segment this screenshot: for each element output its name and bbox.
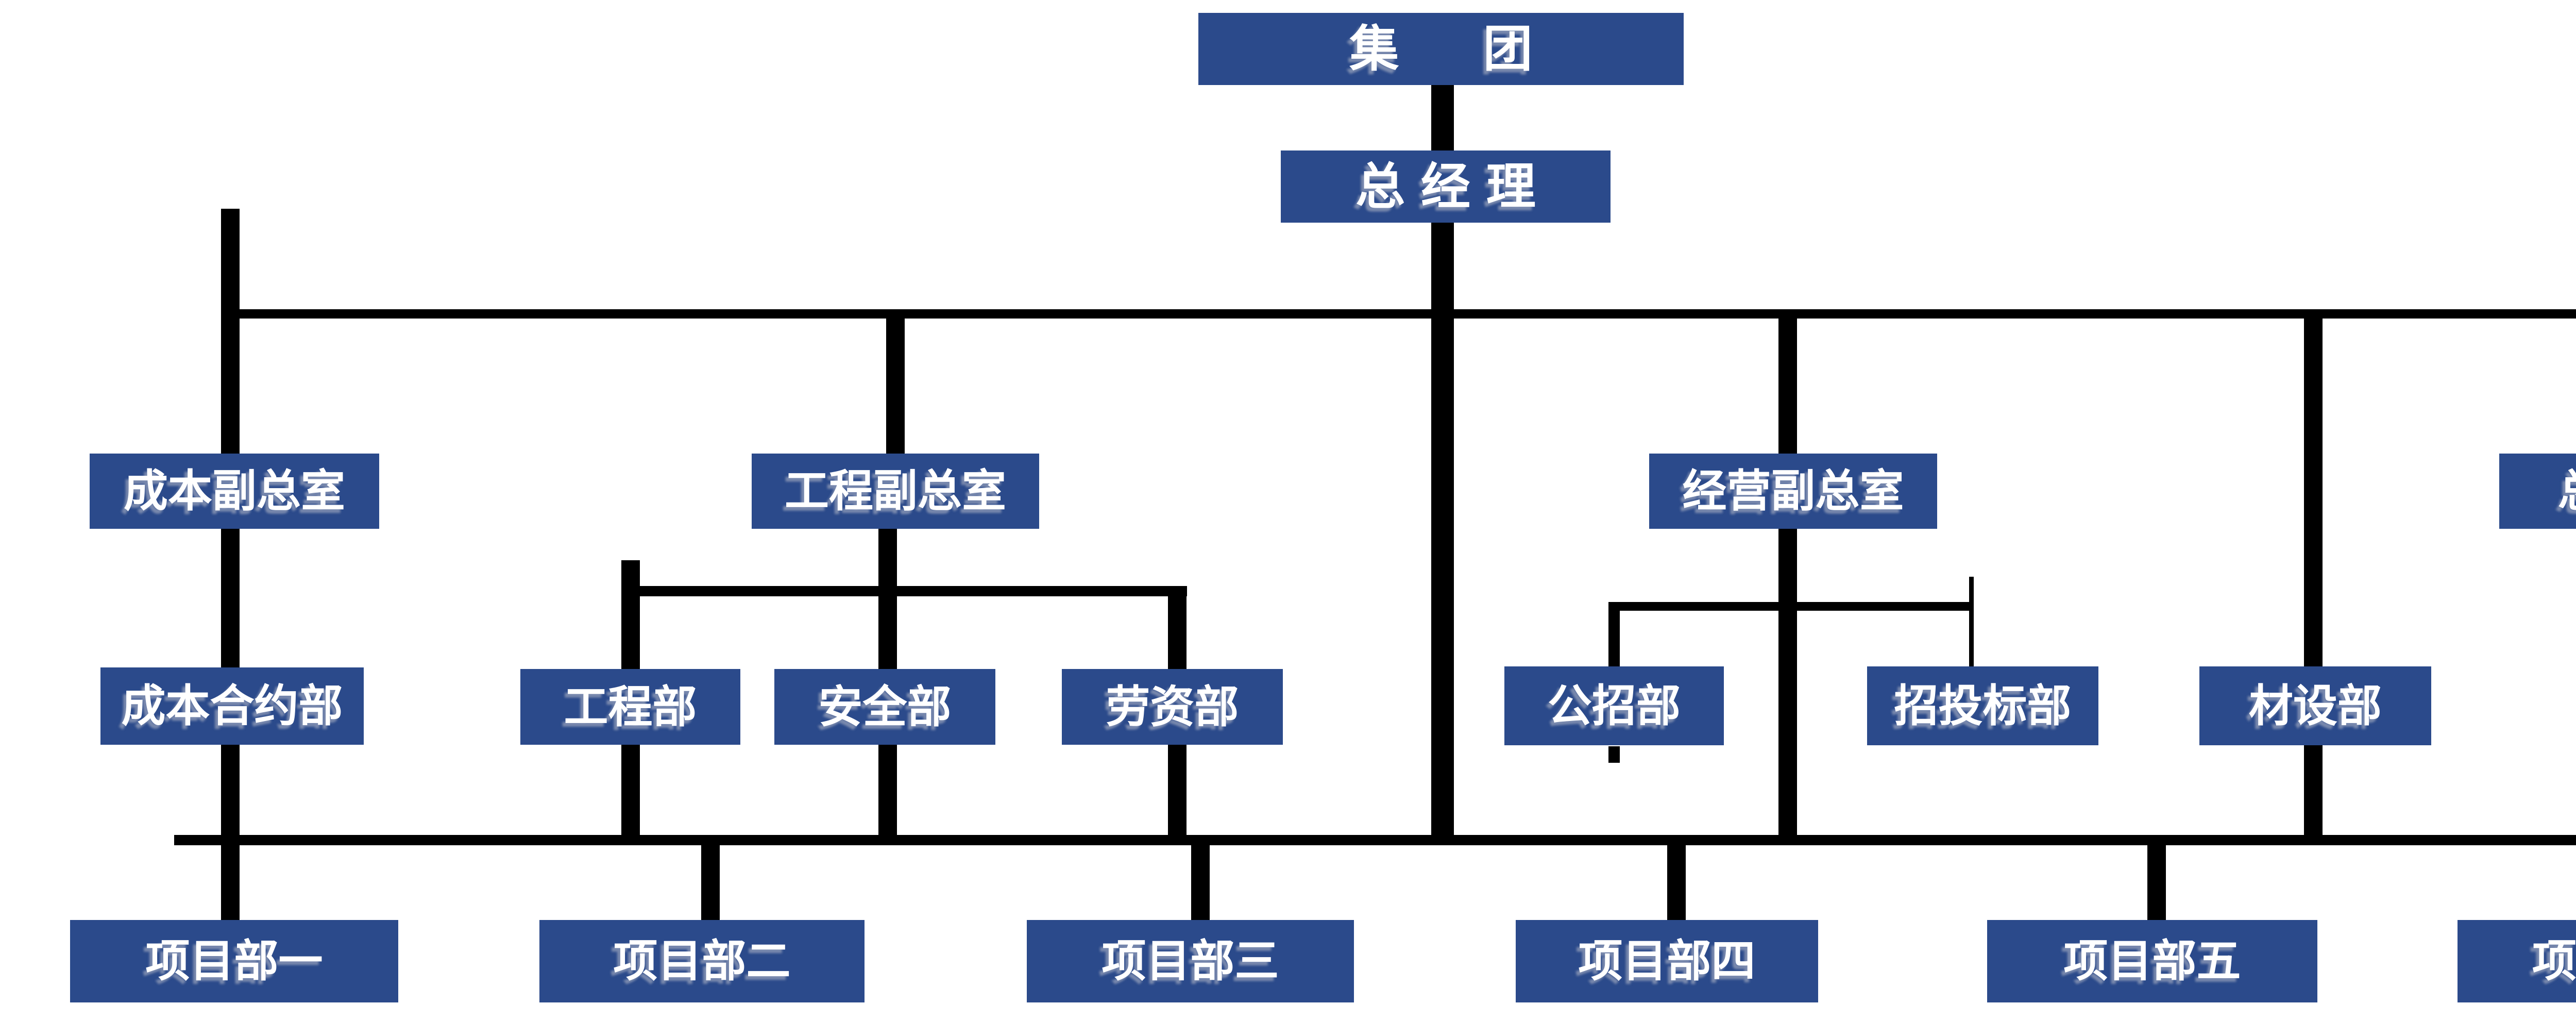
connector-engineering-sub-line	[621, 586, 1187, 596]
node-labor-wage-dept-label: 劳资部	[1106, 681, 1239, 733]
node-tendering-dept-label: 招投标部	[1894, 680, 2072, 732]
node-engineering-deputy-office-label: 工程副总室	[785, 465, 1006, 517]
node-public-bidding-dept-label: 公招部	[1548, 680, 1681, 732]
node-chief-engineer-office-label: 总工室	[2558, 469, 2576, 513]
connector-materials-to-bus	[2304, 743, 2323, 840]
node-project-dept-5-label: 项目部五	[2063, 935, 2241, 987]
connector-top-to-engineering-deputy	[886, 315, 905, 459]
node-safety-dept: 安全部	[774, 669, 995, 745]
connector-bus-to-project-4	[1667, 843, 1686, 923]
connector-gm-to-bottom	[1431, 219, 1454, 845]
node-engineering-dept: 工程部	[520, 669, 740, 745]
node-materials-equipment-dept-label: 材设部	[2249, 680, 2382, 732]
node-project-dept-2-label: 项目部二	[613, 935, 791, 987]
connector-bus-to-project-5	[2147, 843, 2166, 923]
connector-bus-to-project-2	[701, 843, 720, 923]
connector-top-to-operations-deputy	[1778, 315, 1797, 459]
node-project-dept-n: 项目部N	[2458, 920, 2576, 1002]
connector-sub-to-tendering	[1969, 577, 1974, 669]
connector-group-to-gm	[1431, 82, 1454, 155]
node-cost-contract-dept: 成本合约部	[100, 667, 364, 745]
node-project-dept-n-label: 项目部N	[2532, 935, 2576, 987]
node-public-bidding-dept: 公招部	[1504, 666, 1724, 745]
connector-sub-to-public-bidding	[1608, 602, 1620, 670]
node-group-label: 集团	[1349, 20, 1617, 78]
node-project-dept-2: 项目部二	[539, 920, 865, 1002]
node-operations-deputy-office: 经营副总室	[1649, 454, 1937, 529]
connector-cost-column	[221, 209, 240, 926]
node-project-dept-1-label: 项目部一	[145, 935, 323, 987]
node-project-dept-3: 项目部三	[1027, 920, 1354, 1002]
connector-operations-deputy-to-bus	[1778, 526, 1797, 845]
node-project-dept-4: 项目部四	[1516, 920, 1818, 1002]
node-engineering-dept-label: 工程部	[564, 681, 697, 733]
node-project-dept-1: 项目部一	[70, 920, 398, 1002]
connector-top-bus-line	[222, 309, 2576, 319]
node-general-manager: 总经理	[1281, 150, 1611, 223]
connector-safety-to-bus	[878, 743, 897, 840]
node-cost-deputy-office-label: 成本副总室	[124, 465, 345, 517]
node-project-dept-3-label: 项目部三	[1101, 935, 1279, 987]
connector-sub-to-engineering-dept	[621, 560, 640, 675]
node-operations-deputy-office-label: 经营副总室	[1682, 465, 1904, 517]
node-labor-wage-dept: 劳资部	[1062, 669, 1283, 745]
node-cost-deputy-office: 成本副总室	[90, 454, 379, 529]
connector-engineering-dept-to-bus	[621, 743, 640, 840]
connector-engineering-deputy-to-safety	[878, 526, 897, 675]
node-tendering-dept: 招投标部	[1867, 666, 2098, 745]
node-safety-dept-label: 安全部	[818, 681, 952, 733]
connector-bus-to-project-3	[1191, 843, 1210, 923]
node-cost-contract-dept-label: 成本合约部	[121, 680, 343, 732]
connector-bottom-bus-line	[174, 835, 2576, 845]
node-chief-engineer-office: 总工室	[2499, 454, 2576, 529]
node-group: 集团	[1198, 13, 1684, 85]
connector-sub-to-labor-dept	[1168, 588, 1187, 675]
node-materials-equipment-dept: 材设部	[2199, 666, 2431, 745]
connector-public-bidding-stub	[1608, 746, 1620, 763]
node-project-dept-4-label: 项目部四	[1578, 935, 1756, 987]
node-general-manager-label: 总经理	[1355, 158, 1552, 215]
node-engineering-deputy-office: 工程副总室	[752, 454, 1039, 529]
node-project-dept-5: 项目部五	[1987, 920, 2317, 1002]
connector-top-to-materials	[2304, 315, 2323, 671]
connector-labor-dept-to-bus	[1168, 743, 1187, 840]
